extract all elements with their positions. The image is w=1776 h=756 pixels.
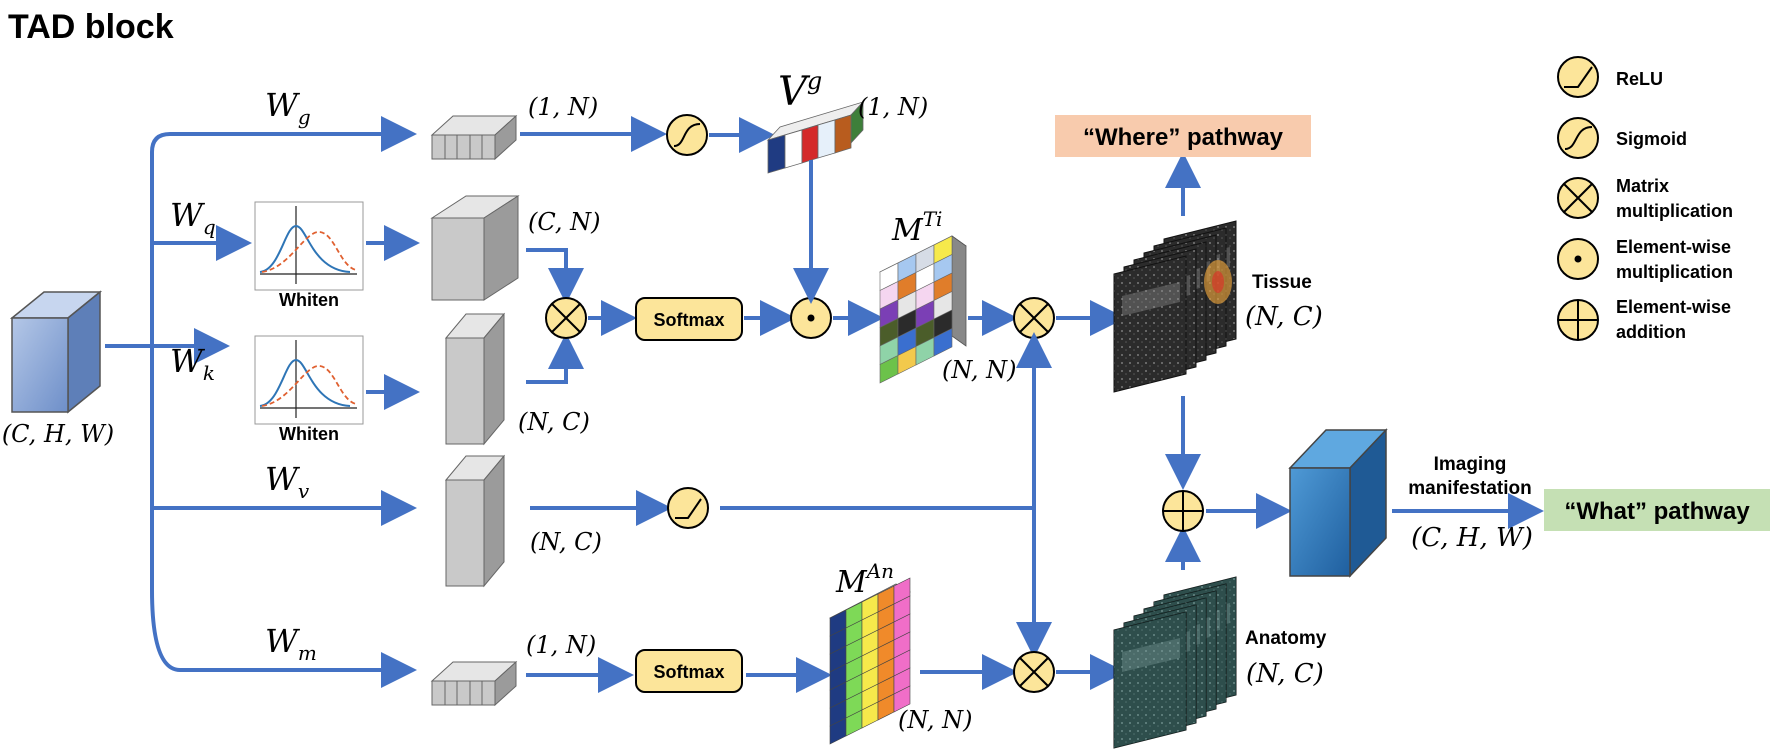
g-vector-shape: (1, N) — [528, 93, 598, 121]
whiten-q-label: Whiten — [279, 290, 339, 310]
where-pathway-box — [1055, 115, 1311, 157]
q-tensor-block — [430, 195, 520, 301]
legend: ReLU Sigmoid Matrix multiplication Eleme… — [1557, 56, 1733, 342]
where-pathway-label: “Where” pathway — [1083, 124, 1284, 151]
elementwise-mul-operator — [790, 297, 832, 339]
mti-matrix-cells — [879, 235, 953, 384]
softmax-top-label: Softmax — [653, 310, 724, 330]
imaging-label-line1: Imaging — [1434, 454, 1507, 475]
legend-matmul-line2: multiplication — [1616, 201, 1733, 221]
vg-label: Vg — [778, 67, 822, 115]
diagram-title: TAD block — [8, 8, 174, 46]
legend-relu-label: ReLU — [1616, 69, 1663, 89]
output-feature-cube — [1288, 428, 1388, 578]
mti-cell — [933, 328, 953, 357]
legend-add-line2: addition — [1616, 322, 1686, 342]
image-slice — [1113, 255, 1187, 393]
weight-k-label: Wk — [170, 342, 215, 385]
vg-shape: (1, N) — [858, 93, 928, 121]
q-to-matmul-arrow — [526, 248, 584, 304]
sigmoid-operator-g — [666, 114, 708, 156]
anatomy-label: Anatomy — [1245, 628, 1327, 649]
weight-v-label: Wv — [265, 460, 310, 503]
what-pathway-box — [1544, 489, 1770, 531]
heatmap-core — [1212, 271, 1224, 293]
tissue-shape: (N, C) — [1245, 302, 1323, 332]
softmax-box-bottom — [635, 649, 743, 693]
softmax-bottom-label: Softmax — [653, 662, 724, 682]
softmax-box-top — [635, 297, 743, 341]
mti-label: MTi — [891, 207, 942, 248]
what-pathway-label: “What” pathway — [1564, 498, 1750, 525]
weight-m-label: Wm — [265, 622, 317, 665]
matrix-multiplication-icon — [1557, 177, 1599, 219]
v-tensor-shape: (N, C) — [530, 528, 602, 556]
vg-vector — [766, 100, 865, 174]
input-feature-cube — [9, 290, 103, 414]
weight-g-label: Wg — [265, 86, 311, 129]
image-slice-highlight — [1122, 638, 1180, 672]
man-shape: (N, N) — [898, 706, 972, 734]
tissue-matmul-operator — [1013, 297, 1055, 339]
k-tensor-block — [444, 312, 506, 446]
whiten-plot-k — [254, 335, 364, 425]
q-tensor-shape: (C, N) — [528, 208, 601, 236]
whiten-k-label: Whiten — [279, 424, 339, 444]
elementwise-addition-icon — [1557, 299, 1599, 341]
qk-matmul-operator — [545, 297, 587, 339]
g-vector-block — [430, 114, 518, 161]
elementwise-multiplication-icon — [1557, 238, 1599, 280]
legend-add-line1: Element-wise — [1616, 297, 1731, 317]
anatomy-shape: (N, C) — [1246, 659, 1324, 689]
sigmoid-icon — [1557, 117, 1599, 159]
elementwise-add-operator — [1162, 490, 1204, 532]
legend-matmul-line1: Matrix — [1616, 176, 1669, 196]
image-slice-overlay — [1114, 612, 1186, 748]
relu-icon — [1557, 56, 1599, 98]
man-cell — [893, 685, 911, 713]
m-vector-block — [430, 660, 518, 707]
anatomy-matmul-operator — [1013, 651, 1055, 693]
legend-sigmoid-label: Sigmoid — [1616, 129, 1687, 149]
legend-elemmul-line1: Element-wise — [1616, 237, 1731, 257]
anatomy-image-stack — [1113, 576, 1237, 749]
mti-shape: (N, N) — [942, 356, 1016, 384]
image-slice — [1113, 611, 1187, 749]
whiten-plot-q — [254, 201, 364, 291]
tissue-label: Tissue — [1252, 272, 1312, 293]
weight-q-label: Wq — [170, 196, 216, 239]
v-tensor-block — [444, 454, 506, 588]
man-label: MAn — [835, 559, 894, 600]
output-shape: (C, H, W) — [1411, 523, 1533, 553]
image-slice-highlight — [1122, 282, 1180, 316]
relu-operator-v — [667, 487, 709, 529]
imaging-label-line2: manifestation — [1408, 478, 1532, 499]
trunk-wires — [105, 116, 417, 688]
m-vector-shape: (1, N) — [526, 631, 596, 659]
k-to-matmul-arrow — [526, 333, 584, 384]
man-matrix-cells — [829, 577, 911, 745]
tissue-image-stack — [1113, 220, 1237, 393]
k-tensor-shape: (N, C) — [518, 408, 590, 436]
legend-elemmul-line2: multiplication — [1616, 262, 1733, 282]
input-shape-label: (C, H, W) — [2, 420, 114, 448]
